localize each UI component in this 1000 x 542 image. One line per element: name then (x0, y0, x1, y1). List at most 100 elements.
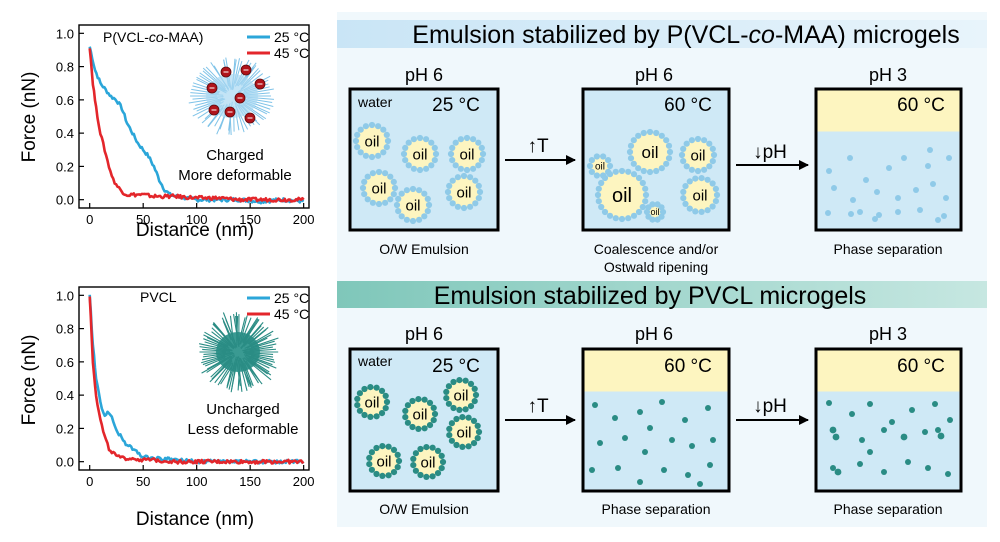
microgel-particle (356, 390, 363, 397)
microgel-particle (409, 217, 417, 225)
oil-droplet: oil (393, 185, 433, 225)
uncharged-gel-strand (222, 320, 232, 341)
free-microgel (867, 401, 873, 407)
microgel-particle (402, 144, 409, 151)
microgel-particle (367, 413, 374, 420)
microgel-particle (642, 198, 649, 205)
uncharged-gel-strand (199, 346, 231, 352)
microgel-particle (391, 184, 399, 192)
microgel-particle (640, 129, 647, 137)
microgel-particle (605, 157, 612, 164)
uncharged-gel-strand (228, 362, 236, 390)
microgel-particle (410, 165, 417, 172)
uncharged-gel-strand (244, 334, 272, 349)
microgel-particle (398, 213, 405, 220)
microgel-particle (709, 158, 716, 165)
droplet-core (357, 387, 387, 417)
microgel-particle (402, 407, 409, 414)
chart-1-ytick-label-5: 1.0 (56, 288, 74, 303)
microgel-particle (692, 208, 699, 215)
microgel-particle (445, 400, 452, 407)
free-microgel (826, 168, 832, 174)
oil-label: oil (692, 187, 707, 204)
microgel-particle (658, 132, 665, 139)
microgel-particle (475, 182, 482, 189)
row1-panel3-temp: 60 °C (897, 95, 945, 116)
microgel-particle (454, 174, 461, 181)
microgel-particle (373, 413, 380, 420)
microgel-particle (403, 187, 410, 194)
microgel-particle (701, 137, 708, 144)
microgel-particle (643, 208, 651, 216)
chart-1-ytick-label-3: 0.6 (56, 355, 74, 370)
microgel-particle (713, 191, 721, 199)
microgel-particle (642, 185, 649, 192)
microgel-particle (368, 153, 376, 161)
microgel-particle (457, 136, 464, 143)
microgel-particle (444, 188, 452, 196)
free-microgel (905, 459, 911, 465)
free-microgel (917, 207, 923, 213)
microgel-particle (658, 165, 665, 172)
free-microgel (925, 465, 931, 471)
chart-1-series-line-1 (88, 296, 305, 465)
microgel-particle (421, 213, 428, 220)
microgel-particle (465, 414, 472, 421)
row2-panel2-oil-layer (584, 350, 728, 392)
microgel-particle (709, 180, 716, 187)
uncharged-gel-strand (214, 360, 233, 384)
row2-arrow-ph-label: ↓pH (753, 396, 787, 417)
microgel-particle (712, 185, 720, 192)
microgel-particle (431, 410, 439, 418)
microgel-particle (369, 170, 376, 177)
microgel-particle (627, 142, 635, 149)
microgel-particle (385, 443, 392, 450)
microgel-particle (475, 162, 482, 169)
chart-bottom-note-2: Less deformable (188, 421, 299, 438)
microgel-particle (432, 150, 440, 158)
microgel-particle (446, 182, 453, 189)
microgel-particle (680, 195, 687, 202)
microgel-particle (383, 144, 390, 151)
microgel-particle (405, 162, 412, 169)
microgel-particle (692, 175, 699, 182)
microgel-particle (594, 191, 602, 199)
oil-label: oil (456, 424, 471, 441)
uncharged-gel-strand (244, 348, 277, 353)
oil-label: oil (612, 185, 632, 207)
chart-top-ylabel: Force (nN) (19, 72, 40, 163)
uncharged-gel-strand (204, 331, 229, 347)
microgel-particle (375, 200, 383, 208)
microgel-particle (404, 419, 411, 426)
microgel-particle (423, 473, 430, 480)
microgel-particle (382, 199, 389, 206)
free-microgel (848, 211, 854, 217)
oil-label: oil (641, 143, 658, 162)
free-microgel (637, 409, 643, 415)
free-microgel (895, 195, 901, 201)
free-microgel (849, 411, 855, 417)
uncharged-gel-strand (240, 364, 252, 389)
uncharged-gel-strand (250, 355, 276, 363)
microgel-particle (449, 144, 456, 151)
microgel-particle (428, 162, 435, 169)
microgel-particle (683, 140, 690, 147)
free-microgel (647, 425, 653, 431)
microgel-particle (356, 407, 363, 414)
uncharged-gel-strand (198, 343, 233, 352)
microgel-particle (463, 134, 471, 142)
microgel-particle (395, 195, 402, 202)
microgel-particle (459, 414, 466, 421)
microgel-particle (382, 170, 389, 177)
oil-droplet: oil (443, 377, 480, 413)
microgel-particle (421, 425, 428, 432)
free-microgel (909, 407, 915, 413)
microgel-particle (446, 432, 453, 439)
chart-1-ytick-label-0: 0.0 (56, 455, 74, 470)
microgel-particle (368, 466, 375, 473)
microgel-particle (682, 200, 689, 207)
microgel-particle (688, 166, 696, 173)
microgel-particle (474, 435, 481, 442)
microgel-particle (470, 440, 478, 447)
